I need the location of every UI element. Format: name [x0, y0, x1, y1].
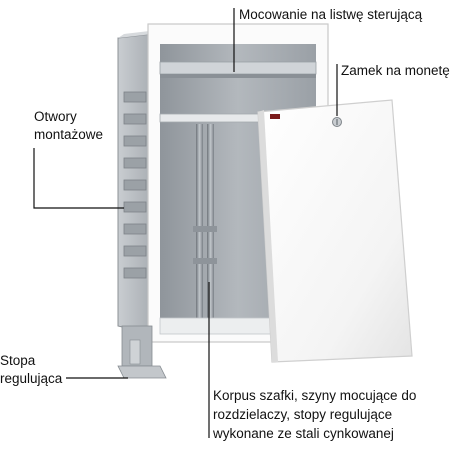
brand-badge — [270, 114, 280, 119]
manifold-rails — [193, 124, 217, 320]
label-mounting-holes-line2: montażowe — [34, 127, 104, 142]
mounting-holes — [123, 91, 147, 279]
label-mounting-holes-line1: Otwory — [34, 109, 77, 124]
label-body-line3: wykonane ze stali cynkowanej — [213, 426, 394, 441]
cabinet-door — [257, 99, 413, 363]
label-foot-line1: Stopa — [0, 353, 36, 368]
label-body-line2: rozdzielaczy, stopy regulujące — [213, 407, 393, 422]
label-foot-line2: regulująca — [0, 371, 63, 386]
leader-mounting-holes — [33, 148, 124, 209]
label-body-line1: Korpus szafki, szyny mocujące do — [213, 388, 417, 403]
adjustable-foot — [117, 325, 167, 379]
coin-lock-icon — [332, 117, 342, 127]
mounting-rail — [159, 61, 317, 78]
label-coin-lock: Zamek na monetę — [341, 63, 450, 78]
label-mounting-rail: Mocowanie na listwę sterującą — [239, 7, 423, 22]
leader-lines — [33, 8, 338, 438]
